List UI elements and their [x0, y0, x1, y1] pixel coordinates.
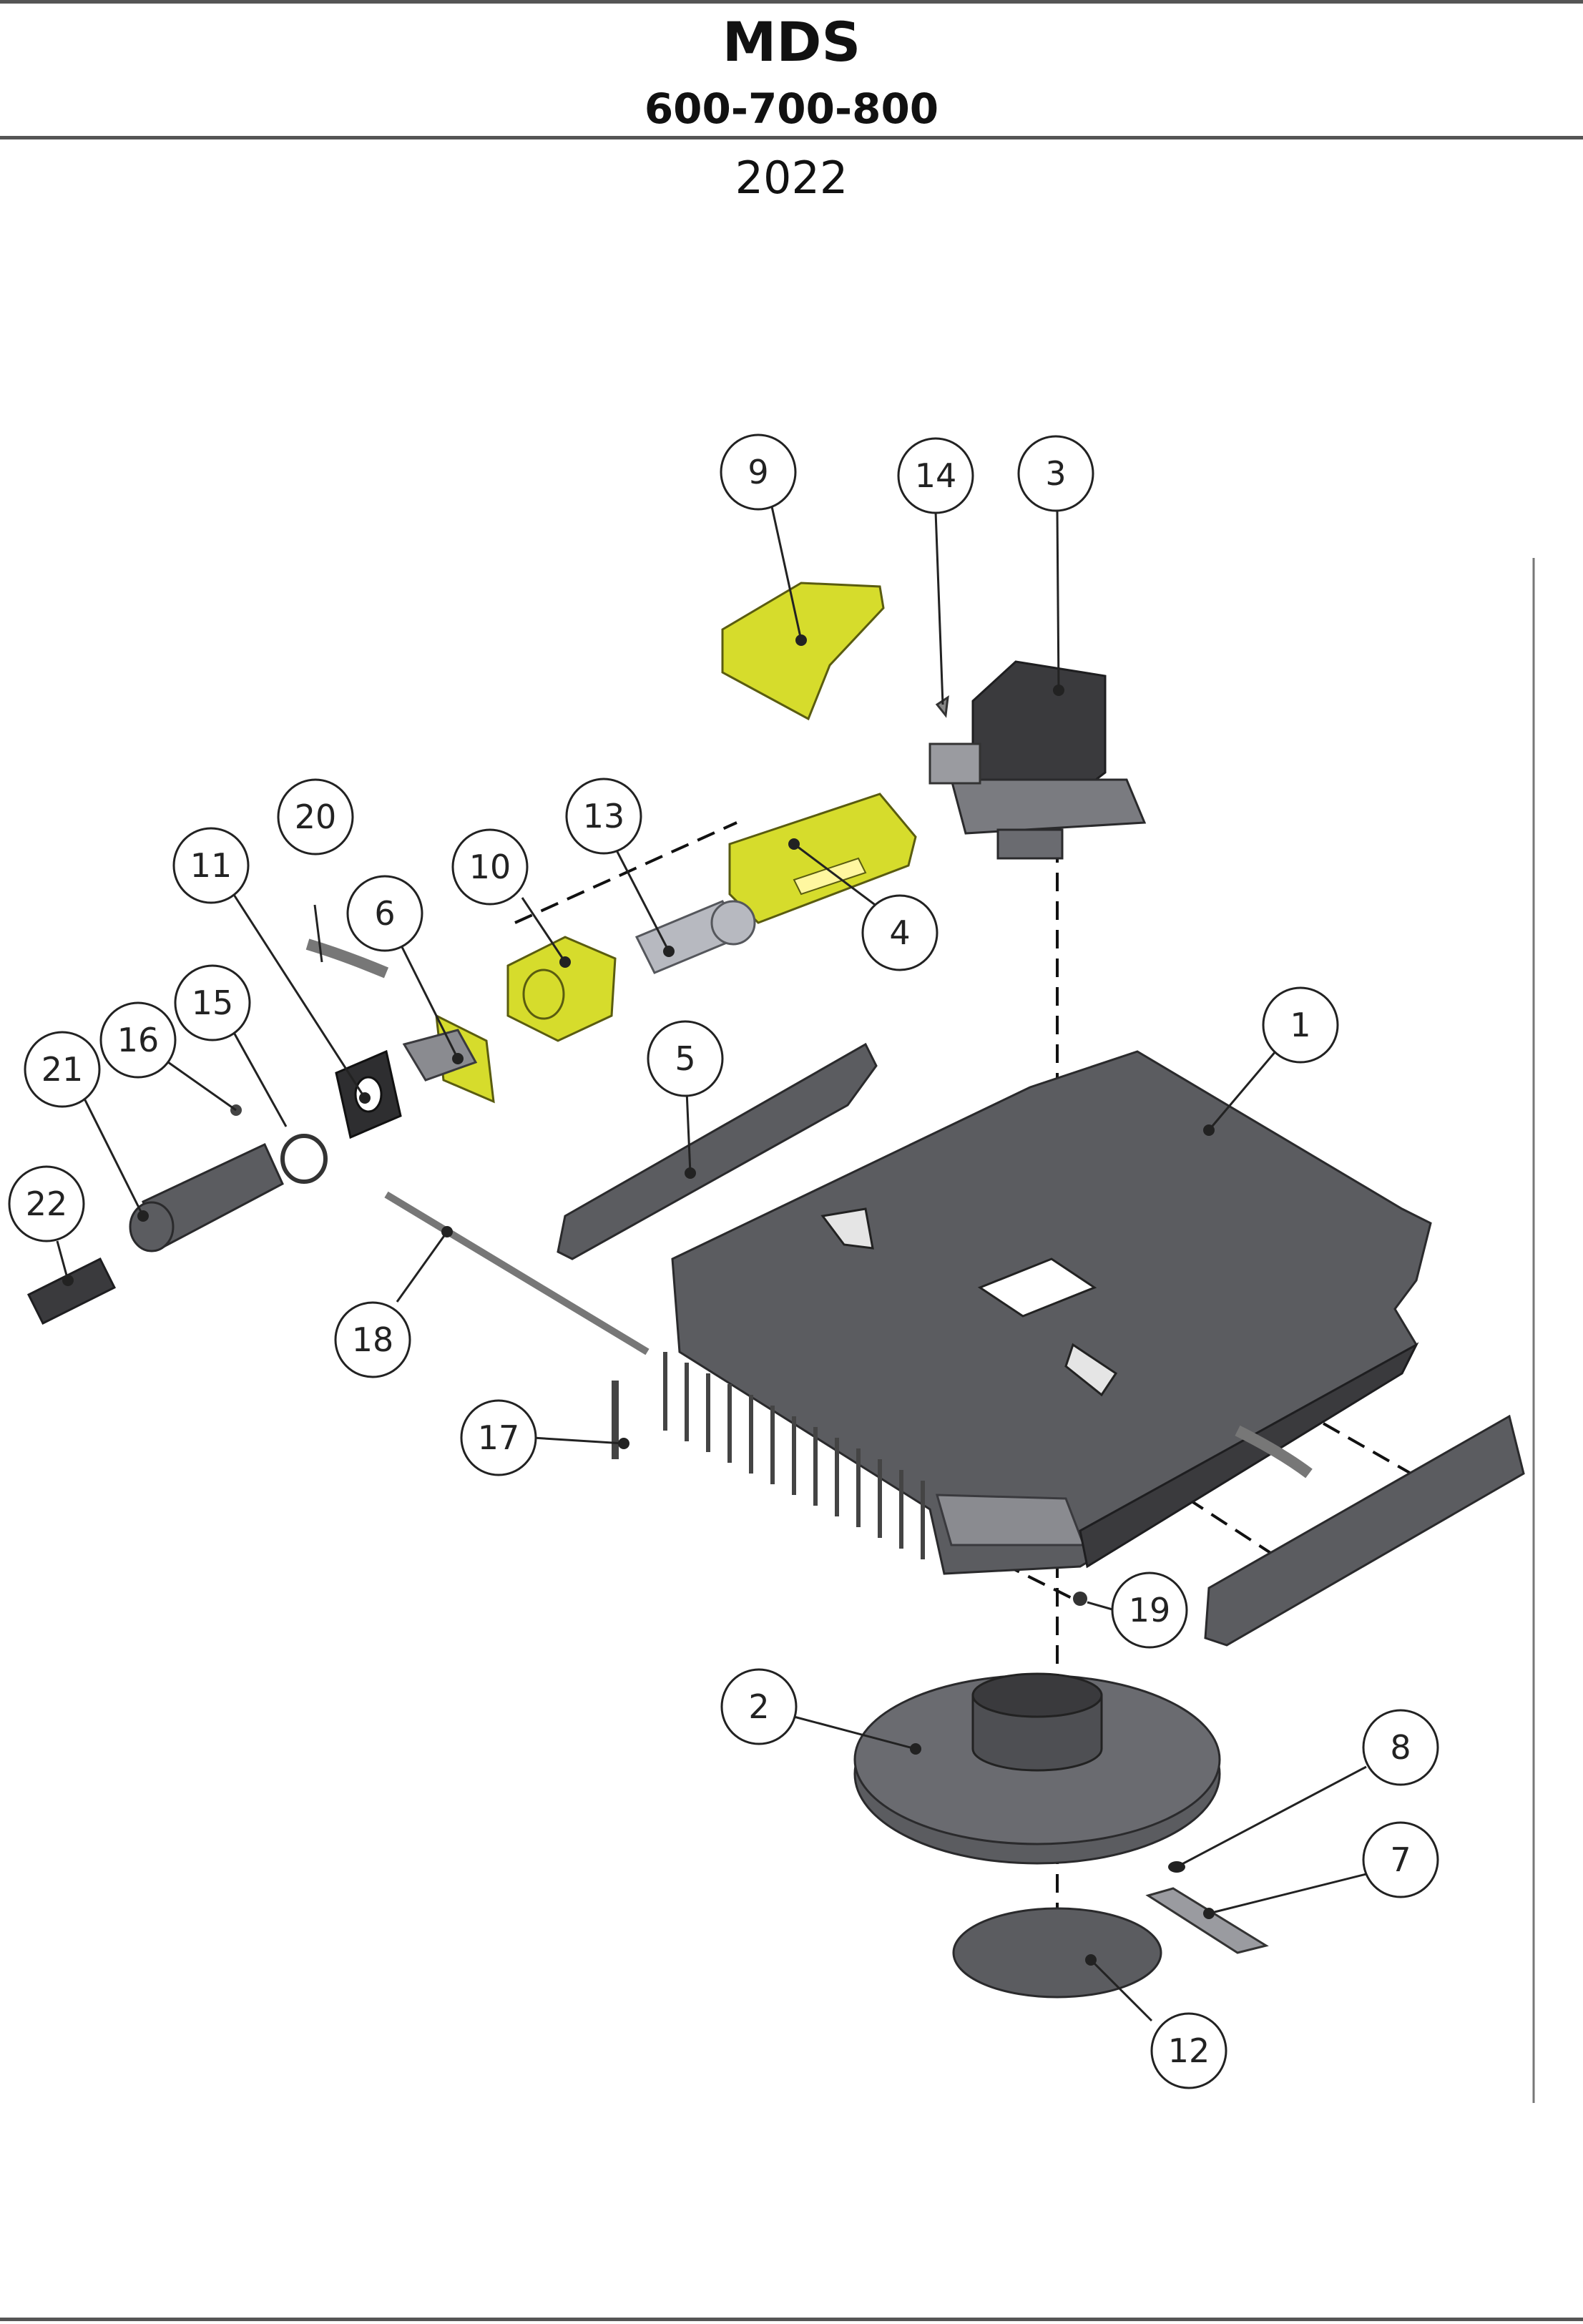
callout-18: 18 — [334, 1301, 411, 1378]
part-right-skid — [1204, 1414, 1525, 1647]
callout-11: 11 — [172, 827, 250, 904]
part-7-blade — [1145, 1887, 1269, 1954]
callout-2: 2 — [720, 1668, 798, 1745]
model-numbers: 600-700-800 — [644, 84, 939, 133]
callout-3: 3 — [1017, 435, 1094, 512]
callout-15: 15 — [174, 964, 251, 1041]
svg-text:20: 20 — [295, 798, 337, 836]
part-10-mounting-plate — [506, 936, 617, 1042]
svg-text:2: 2 — [748, 1687, 769, 1726]
part-15-ring — [280, 1134, 328, 1184]
callout-20: 20 — [277, 778, 354, 855]
svg-text:10: 10 — [469, 848, 511, 886]
callout-14: 14 — [897, 437, 974, 514]
part-1-deck — [663, 1050, 1432, 1575]
leader-dots — [62, 634, 1215, 1966]
callout-8: 8 — [1362, 1709, 1439, 1786]
svg-text:4: 4 — [889, 913, 910, 952]
svg-text:18: 18 — [352, 1320, 394, 1359]
callout-10: 10 — [451, 828, 529, 906]
part-20-spring — [305, 938, 389, 979]
svg-text:9: 9 — [748, 453, 768, 491]
part-5-left-skid — [557, 1042, 878, 1260]
callout-7: 7 — [1362, 1821, 1439, 1898]
svg-text:12: 12 — [1168, 2031, 1210, 2070]
callout-4: 4 — [861, 894, 938, 971]
part-9-top-guard — [721, 582, 885, 721]
part-12-hub-disc — [952, 1907, 1162, 1999]
svg-text:16: 16 — [117, 1021, 160, 1059]
part-19-bolt — [1073, 1592, 1087, 1606]
part-spring-deck — [1235, 1425, 1313, 1479]
svg-text:11: 11 — [190, 846, 232, 885]
part-13-universal-joint — [634, 900, 756, 974]
svg-text:7: 7 — [1390, 1840, 1411, 1879]
part-4-drive-bracket — [728, 793, 917, 924]
callout-22: 22 — [8, 1165, 85, 1242]
header-rule — [0, 136, 1583, 139]
shaft-axis-line — [514, 821, 737, 924]
part-3-gearbox — [928, 660, 1147, 860]
callout-19: 19 — [1111, 1572, 1188, 1649]
part-21-shaft-housing — [129, 1142, 284, 1252]
bottom-rule — [0, 2318, 1583, 2321]
svg-text:1: 1 — [1290, 1006, 1310, 1044]
svg-text:17: 17 — [478, 1418, 520, 1457]
svg-text:5: 5 — [675, 1039, 695, 1078]
part-18-rod — [384, 1191, 650, 1355]
svg-text:13: 13 — [583, 797, 625, 835]
skid-axis-front — [1186, 1497, 1282, 1561]
callout-16: 16 — [99, 1001, 177, 1079]
svg-text:8: 8 — [1390, 1728, 1411, 1767]
callout-6: 6 — [346, 875, 423, 952]
part-2-rotor-disc — [853, 1672, 1221, 1865]
leader-lines — [56, 493, 1367, 2022]
part-6-bearing-housing — [402, 1014, 495, 1104]
part-22-coupling — [26, 1257, 117, 1325]
callout-13: 13 — [565, 778, 642, 855]
callout-17: 17 — [460, 1399, 537, 1476]
svg-text:6: 6 — [374, 894, 395, 933]
year-label: 2022 — [735, 152, 848, 204]
svg-text:19: 19 — [1129, 1591, 1171, 1629]
skid-axis-right — [1323, 1422, 1424, 1482]
top-rule — [0, 0, 1583, 4]
svg-text:14: 14 — [915, 456, 957, 495]
callout-1: 1 — [1262, 986, 1339, 1064]
callout-5: 5 — [647, 1020, 724, 1097]
callout-12: 12 — [1150, 2012, 1227, 2089]
svg-text:15: 15 — [192, 984, 234, 1022]
svg-text:3: 3 — [1045, 454, 1066, 493]
page-title: MDS — [722, 10, 861, 74]
svg-text:22: 22 — [26, 1185, 68, 1223]
callout-21: 21 — [24, 1031, 101, 1108]
svg-text:21: 21 — [41, 1050, 84, 1089]
callout-9: 9 — [720, 433, 797, 511]
